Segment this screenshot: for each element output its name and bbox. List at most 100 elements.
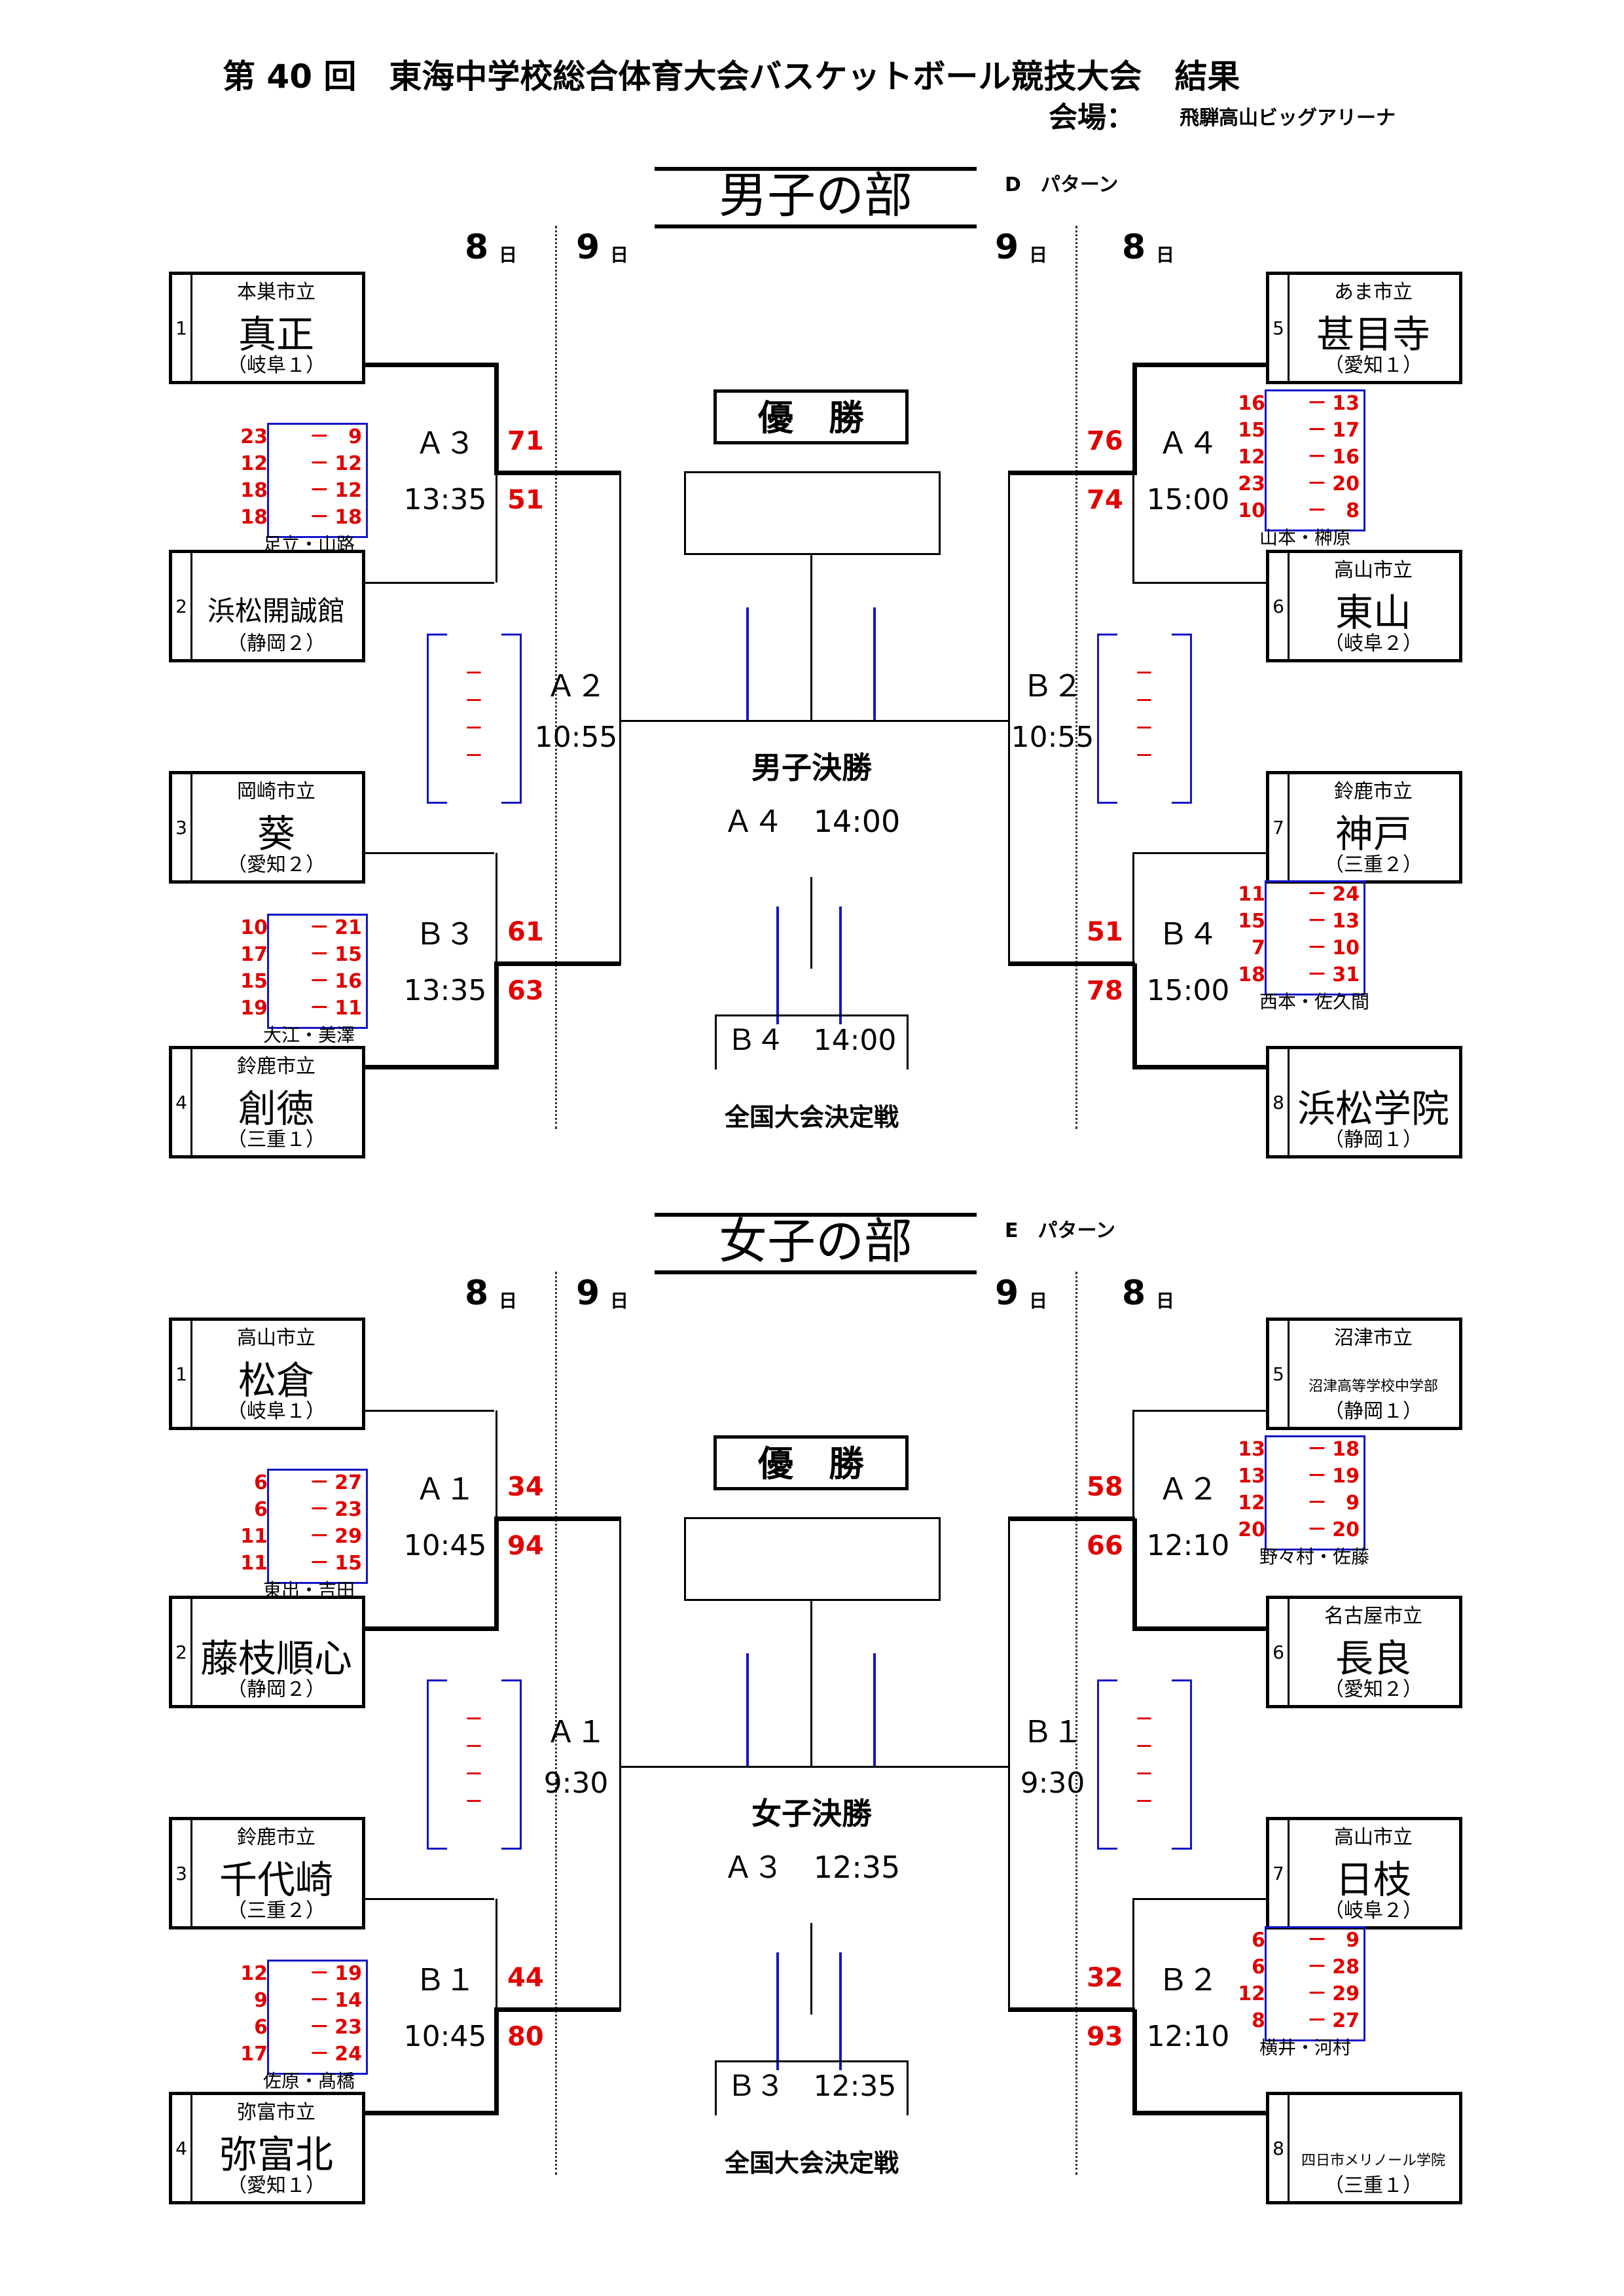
boys-semi-right-bracket-b (1172, 634, 1192, 804)
quarter-row: 12－12 (240, 452, 366, 476)
boys-bracket-line (494, 963, 499, 1069)
quarter-score-a: 17 (240, 943, 268, 966)
boys-semi-left-court: Ａ２ (546, 668, 606, 704)
quarter-row: 18－12 (240, 479, 366, 503)
boys-title-rule-bottom (655, 224, 977, 228)
boys-m2-court: Ｂ３ (415, 916, 475, 952)
boys-m3-time: 15:00 (1146, 483, 1230, 516)
boys-semi-left-bracket-b (501, 634, 522, 804)
team-name: 真正 (238, 312, 314, 357)
quarter-score-a: 12 (1238, 1982, 1265, 2005)
boys-day-divider-right (1075, 226, 1077, 1129)
boys-bracket-line (1132, 473, 1134, 583)
girls-final-time: Ａ３ 12:35 (723, 1850, 901, 1885)
quarter-score-a: 11 (240, 1525, 268, 1548)
boys-day-label-1: 9 (576, 228, 600, 267)
quarter-score-b: 18 (1332, 1438, 1360, 1461)
boys-m4-referees: 西本・佐久間 (1259, 991, 1370, 1013)
quarter-score-a: 6 (254, 1471, 268, 1494)
team-prefecture: （愛知２） (227, 853, 325, 876)
quarter-dash: － (310, 479, 329, 502)
boys-bracket-line (494, 471, 621, 475)
girls-day-label-0: 8 (465, 1274, 489, 1313)
team-prefecture: （愛知１） (1324, 354, 1422, 377)
team-seed: 6 (1269, 1599, 1290, 1705)
quarter-dash: － (310, 1471, 329, 1494)
quarter-row: 11－24 (1238, 885, 1363, 907)
team-name: 千代崎 (219, 1857, 333, 1902)
team-seed: 7 (1269, 1820, 1290, 1926)
quarter-score-b: 21 (334, 916, 362, 939)
quarter-row: 15－13 (1238, 912, 1363, 934)
girls-third-stem (810, 1923, 812, 2015)
team-city: 名古屋市立 (1324, 1605, 1422, 1628)
girls-champion-label-box: 優 勝 (713, 1435, 909, 1490)
quarter-row: 13－18 (1238, 1438, 1363, 1462)
team-prefecture: （静岡２） (227, 632, 325, 655)
team-prefecture: （静岡１） (1324, 1128, 1422, 1151)
team-seed: 2 (172, 553, 192, 659)
semi-dash: － (465, 1736, 484, 1757)
girls-day-label-3: 8 (1122, 1274, 1146, 1313)
boys-title: 男子の部 (719, 168, 912, 224)
boys-final-line-blue (746, 607, 749, 720)
quarter-dash: － (1307, 1518, 1327, 1541)
girls-semi-right-time: 9:30 (1020, 1767, 1085, 1800)
boys-m4-score1: 51 (1087, 917, 1123, 947)
team-city: 弥富市立 (237, 2101, 316, 2124)
quarter-dash: － (310, 916, 329, 939)
boys-bracket-line (1132, 852, 1266, 854)
team-name: 長良 (1335, 1636, 1411, 1681)
quarter-score-a: 13 (1238, 1465, 1265, 1488)
team-seed: 4 (172, 1049, 192, 1155)
team-prefecture: （岐阜１） (227, 354, 325, 377)
quarter-score-a: 19 (240, 997, 268, 1020)
team-city: あま市立 (1334, 281, 1413, 304)
girls-semi-left-time: 9:30 (543, 1767, 609, 1800)
quarter-score-b: 16 (1332, 446, 1360, 469)
quarter-row: 6－9 (1252, 1931, 1363, 1953)
quarter-score-b: 12 (334, 452, 362, 475)
boys-bracket-line (365, 363, 497, 367)
quarter-score-a: 6 (254, 1498, 268, 1521)
girls-m3-court: Ａ２ (1158, 1471, 1218, 1507)
quarter-row: 6－23 (254, 2018, 366, 2040)
girls-bracket-line (1132, 2111, 1266, 2115)
quarter-score-b: 10 (1332, 937, 1360, 960)
quarter-row: 23－20 (1238, 475, 1363, 497)
quarter-score-b: 15 (334, 943, 362, 966)
boys-m3-score2: 74 (1087, 485, 1123, 515)
boys-champion-label-box: 優 勝 (713, 389, 909, 444)
quarter-row: 6－28 (1252, 1958, 1363, 1980)
quarter-score-b: 9 (1346, 1492, 1360, 1515)
girls-title-rule-bottom (655, 1270, 977, 1274)
girls-final-line-blue (746, 1653, 749, 1766)
quarter-row: 20－20 (1238, 1518, 1363, 1543)
quarter-score-a: 11 (240, 1552, 268, 1575)
team-prefecture: （岐阜２） (1324, 1899, 1422, 1922)
quarter-dash: － (310, 970, 329, 993)
quarter-score-a: 8 (1252, 2009, 1265, 2032)
quarter-score-a: 12 (1238, 446, 1265, 469)
semi-dash: － (465, 717, 484, 739)
girls-bracket-line (365, 2111, 497, 2115)
quarter-row: 7－10 (1252, 937, 1363, 961)
quarter-dash: － (1307, 1982, 1327, 2005)
team-prefecture: （三重１） (1324, 2174, 1422, 2197)
semi-dash: － (1135, 745, 1154, 766)
quarter-score-b: 29 (334, 1525, 362, 1548)
team-city: 岡崎市立 (237, 780, 316, 803)
team-name: 沼津高等学校中学部 (1308, 1378, 1438, 1395)
girls-day-divider-right (1075, 1272, 1077, 2175)
girls-final-label: 女子決勝 (751, 1796, 872, 1831)
quarter-score-a: 13 (1238, 1438, 1265, 1461)
boys-day-label-2: 9 (995, 228, 1019, 267)
girls-m4-referees: 横井・河村 (1259, 2037, 1352, 2058)
quarter-score-b: 15 (334, 1552, 362, 1575)
semi-dash: － (1135, 717, 1154, 739)
boys-semi-right-time: 10:55 (1011, 721, 1094, 754)
